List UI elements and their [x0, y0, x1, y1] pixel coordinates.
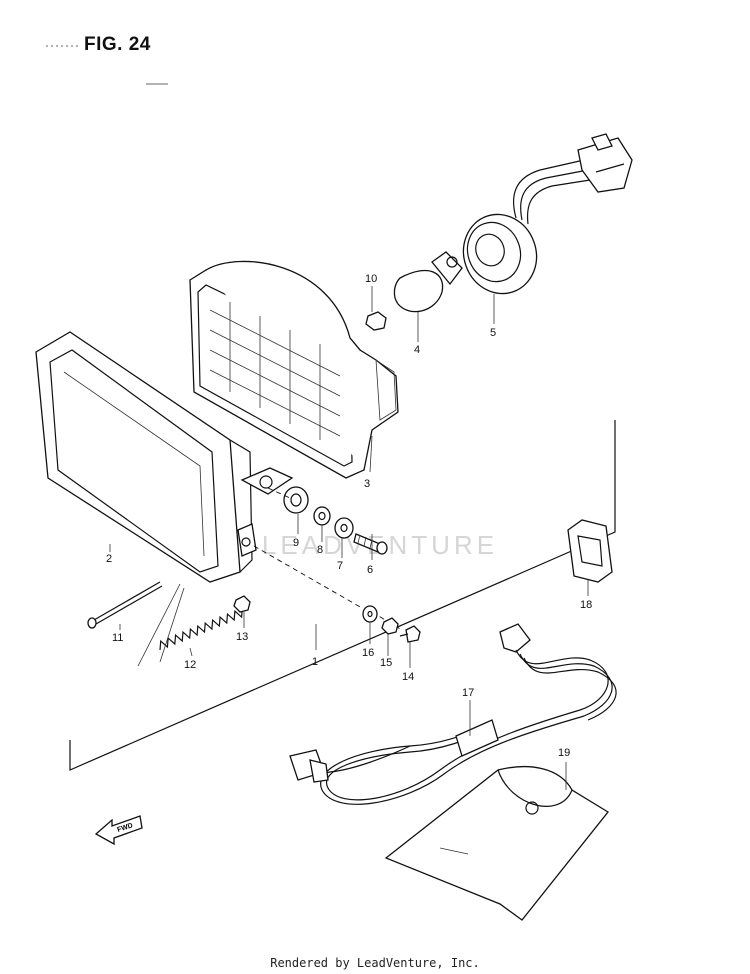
callout-5: 5: [490, 327, 496, 339]
wiring-harness: [289, 623, 617, 805]
figure-title: FIG. 24: [84, 34, 151, 55]
callout-13: 13: [236, 631, 248, 643]
part-18-grommet: [567, 519, 613, 583]
bulb: [393, 251, 463, 313]
callout-3: 3: [364, 478, 370, 490]
part-12-spring: [159, 608, 243, 651]
leader-line: [159, 587, 185, 663]
footer-credit: Rendered by LeadVenture, Inc.: [270, 956, 480, 970]
part-15-nut: [381, 617, 399, 635]
fwd-label: FWD: [116, 822, 133, 834]
part-6-bolt: [353, 533, 388, 555]
part-7-washer: [334, 517, 354, 539]
callouts: 1 2 3 4 5 6 7 8 9 10 11 12 13 14 15 16 1…: [106, 273, 592, 759]
part-14-screw: [399, 625, 421, 643]
part-13-nut: [233, 595, 251, 613]
callout-8: 8: [317, 544, 323, 556]
part-11-screw: [87, 581, 163, 629]
callout-10: 10: [365, 273, 377, 285]
fwd-arrow-icon: FWD: [94, 815, 143, 846]
callout-leaders: [109, 286, 589, 790]
part-10-nut: [365, 311, 387, 331]
callout-16: 16: [362, 647, 374, 659]
callout-9: 9: [293, 537, 299, 549]
callout-7: 7: [337, 560, 343, 572]
callout-17: 17: [462, 687, 474, 699]
assembly-line: [267, 487, 291, 499]
assembly-bracket: [69, 420, 616, 771]
callout-1: 1: [312, 656, 318, 668]
headlight-bezel: [35, 331, 294, 583]
callout-12: 12: [184, 659, 196, 671]
callout-14: 14: [402, 671, 414, 683]
callout-2: 2: [106, 553, 112, 565]
part-8-collar: [313, 506, 331, 526]
assembly-line: [253, 545, 363, 609]
callout-4: 4: [414, 344, 420, 356]
callout-15: 15: [380, 657, 392, 669]
callout-6: 6: [367, 564, 373, 576]
part-9-grommet: [283, 486, 309, 514]
bulb-socket: [462, 133, 633, 295]
part-19-bag: [384, 765, 609, 921]
callout-11: 11: [112, 632, 123, 644]
callout-18: 18: [580, 599, 592, 611]
leader-line: [137, 583, 181, 667]
part-16-washer: [362, 605, 378, 623]
callout-19: 19: [558, 747, 570, 759]
lamp-unit: [189, 260, 399, 479]
